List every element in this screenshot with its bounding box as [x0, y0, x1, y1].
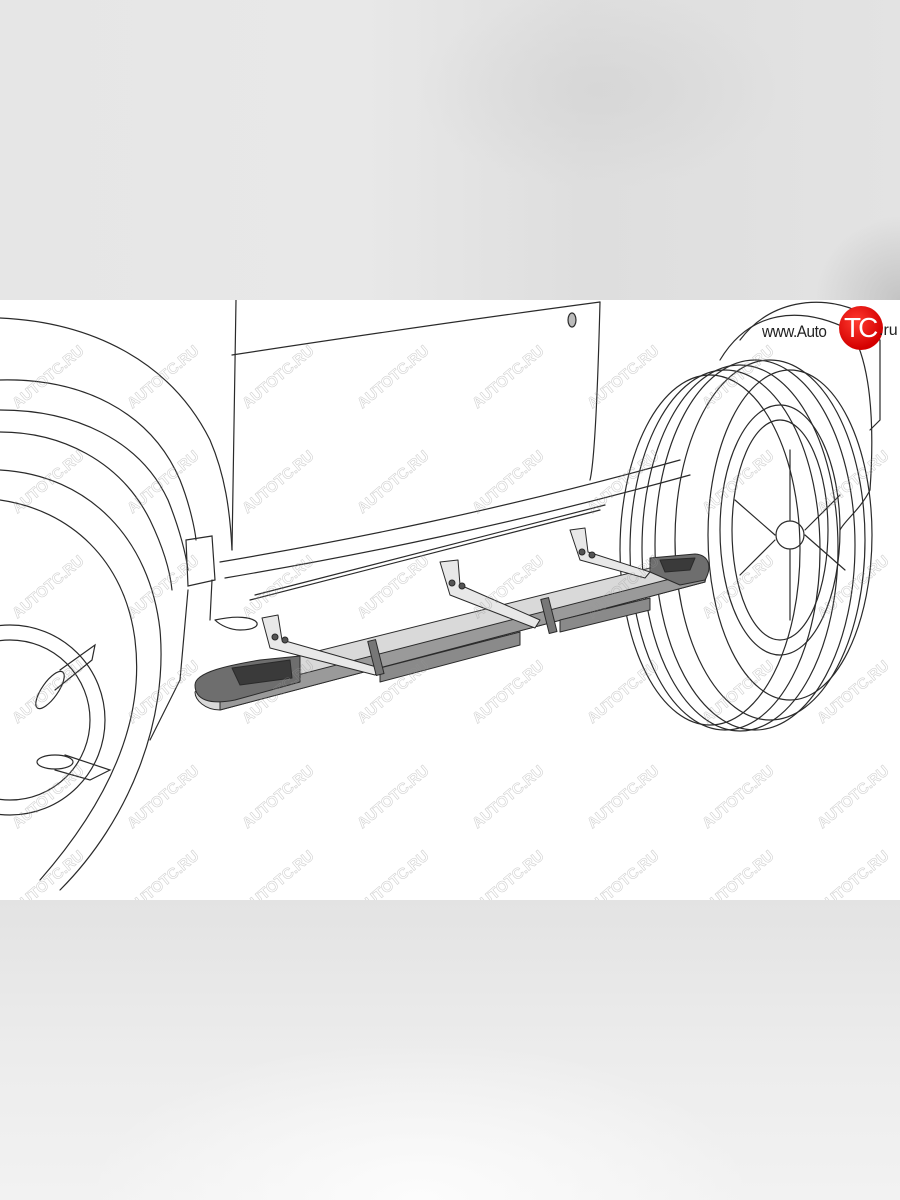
- logo-red-circle: [839, 306, 883, 350]
- autotc-logo: www.Auto TC .ru: [746, 306, 898, 350]
- logo-mark: TC: [844, 312, 878, 343]
- running-board-line-drawing: [0, 300, 881, 891]
- top-background-band: [0, 0, 900, 300]
- bottom-background-band: [0, 900, 900, 1200]
- logo-prefix: www.Auto: [762, 322, 827, 341]
- logo-suffix: .ru: [879, 322, 898, 339]
